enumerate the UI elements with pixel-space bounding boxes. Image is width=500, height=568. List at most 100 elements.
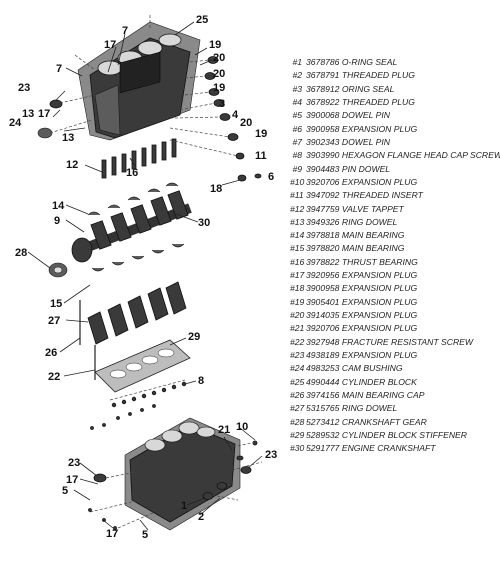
- legend-description: DOWEL PIN: [341, 136, 390, 147]
- callout-20: 20: [240, 117, 252, 129]
- legend-part-number: 4983253: [306, 363, 340, 374]
- callout-27: 27: [48, 315, 60, 327]
- cylinder-block-stiffener: [94, 339, 191, 393]
- legend-item-number: #9: [292, 163, 302, 174]
- callout-13: 13: [62, 132, 74, 144]
- callout-20: 20: [213, 52, 225, 64]
- cylinder-block-top: [77, 21, 201, 141]
- legend-part-number: 4938189: [306, 350, 340, 361]
- legend-item-number: #21: [290, 323, 305, 334]
- legend-description: CRANKSHAFT GEAR: [341, 416, 427, 427]
- callout-25: 25: [196, 14, 208, 26]
- callout-8: 8: [198, 375, 204, 387]
- callout-23: 23: [265, 449, 277, 461]
- legend-part-number: 3678922: [306, 96, 340, 107]
- legend-description: THREADED INSERT: [341, 190, 423, 201]
- main-bearing-caps: [79, 281, 187, 380]
- legend-description: FRACTURE RESISTANT SCREW: [341, 336, 473, 347]
- legend-part-number: 3920706: [306, 176, 340, 187]
- legend-part-number: 3920706: [306, 323, 340, 334]
- callout-17: 17: [66, 474, 78, 486]
- legend-item-number: #14: [290, 230, 305, 241]
- legend-description: EXPANSION PLUG: [341, 350, 418, 361]
- legend-description: HEXAGON FLANGE HEAD CAP SCREW: [341, 150, 500, 161]
- legend-part-number: 3974156: [306, 390, 340, 400]
- legend-part-number: 3914035: [306, 310, 340, 321]
- engine-crankshaft: [48, 190, 192, 278]
- legend-item-number: #10: [290, 176, 305, 187]
- valve-tappets: [101, 138, 177, 179]
- callout-24: 24: [9, 117, 22, 129]
- callout-10: 10: [236, 421, 248, 433]
- legend-item-number: #13: [290, 216, 305, 227]
- callout-19: 19: [213, 82, 225, 94]
- callout-20: 20: [213, 68, 225, 80]
- callout-numbers: 25 7 17 19 20 7 20 19 23 3 4 13 17 24 20…: [9, 14, 277, 541]
- callout-1: 1: [181, 500, 187, 512]
- callout-17: 17: [104, 39, 116, 51]
- callout-17: 17: [38, 108, 50, 120]
- callout-18: 18: [210, 183, 222, 195]
- callout-5: 5: [142, 529, 148, 541]
- legend-part-number: 3947092: [306, 190, 340, 201]
- legend-part-number: 3678791: [306, 70, 340, 81]
- callout-22: 22: [48, 371, 60, 383]
- legend-item-number: #6: [292, 123, 302, 134]
- legend-description: EXPANSION PLUG: [341, 296, 418, 307]
- callout-23: 23: [18, 82, 30, 94]
- callout-15: 15: [50, 298, 62, 310]
- legend-description: RING DOWEL: [341, 403, 398, 414]
- legend-item-number: #12: [290, 203, 305, 214]
- legend-part-number: 3949326: [306, 216, 340, 227]
- callout-19: 19: [255, 128, 267, 140]
- callout-12: 12: [66, 159, 78, 171]
- legend-item-number: #11: [290, 190, 304, 201]
- callout-14: 14: [52, 200, 65, 212]
- legend-part-number: 3927948: [306, 336, 340, 347]
- legend-part-number: 3978820: [306, 243, 340, 254]
- upper-main-bearings: [87, 182, 179, 216]
- legend-item-number: #5: [292, 110, 302, 121]
- legend-item-number: #17: [290, 270, 305, 281]
- legend-description: EXPANSION PLUG: [341, 310, 418, 321]
- legend-item-number: #20: [290, 310, 305, 321]
- callout-19: 19: [209, 39, 221, 51]
- legend-description: ORING SEAL: [341, 83, 395, 94]
- callout-23: 23: [68, 457, 80, 469]
- legend-item-number: #23: [290, 350, 305, 361]
- legend-description: CYLINDER BLOCK STIFFENER: [341, 429, 467, 440]
- legend-description: MAIN BEARING: [341, 230, 405, 241]
- cap-screws: [90, 379, 187, 430]
- top-block-plugs: [37, 56, 262, 182]
- callout-4: 4: [232, 109, 239, 121]
- legend-item-number: #22: [290, 336, 305, 347]
- legend-part-number: 5289532: [306, 429, 340, 440]
- lower-main-bearings: [91, 243, 185, 272]
- legend-part-number: 5291777: [306, 443, 340, 454]
- callout-16: 16: [126, 167, 138, 179]
- legend-part-number: 3905401: [306, 296, 340, 307]
- legend-item-number: #16: [290, 256, 305, 267]
- legend-part-number: 3900958: [306, 123, 340, 134]
- legend-description: RING DOWEL: [341, 216, 398, 227]
- legend-description: O-RING SEAL: [341, 57, 398, 67]
- legend-item-number: #26: [290, 390, 305, 400]
